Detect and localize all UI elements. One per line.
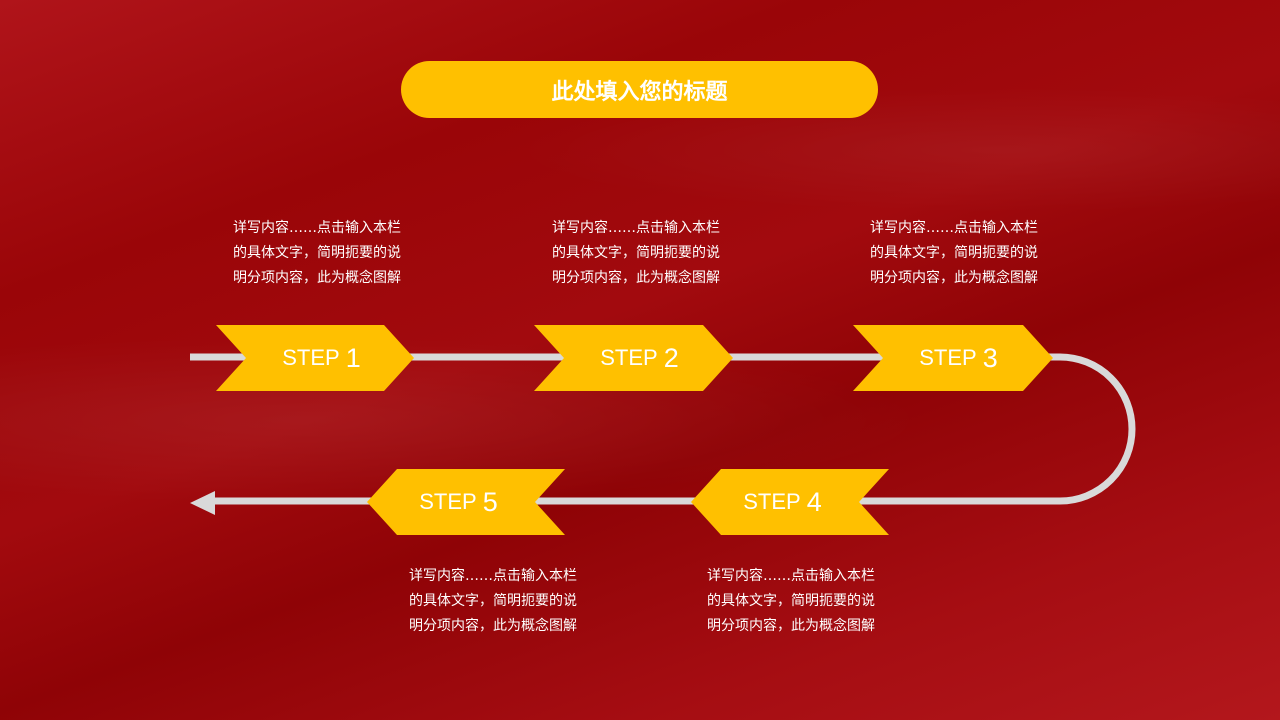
step-1-description: 详写内容……点击输入本栏的具体文字，简明扼要的说明分项内容，此为概念图解 — [233, 220, 401, 286]
step-3-description: 详写内容……点击输入本栏的具体文字，简明扼要的说明分项内容，此为概念图解 — [870, 220, 1038, 286]
arrowhead-icon — [190, 491, 215, 515]
chevron-step-5 — [367, 469, 565, 535]
chevron-step-2 — [534, 325, 733, 391]
chevron-step-1 — [216, 325, 414, 391]
title-banner: 此处填入您的标题 — [401, 61, 878, 118]
step-5-description: 详写内容……点击输入本栏的具体文字，简明扼要的说明分项内容，此为概念图解 — [409, 568, 577, 634]
chevron-step-3 — [853, 325, 1053, 391]
step-4-description: 详写内容……点击输入本栏的具体文字，简明扼要的说明分项内容，此为概念图解 — [707, 568, 875, 634]
connector-line — [190, 353, 1136, 505]
step-2-description: 详写内容……点击输入本栏的具体文字，简明扼要的说明分项内容，此为概念图解 — [552, 220, 720, 286]
chevron-step-4 — [691, 469, 889, 535]
